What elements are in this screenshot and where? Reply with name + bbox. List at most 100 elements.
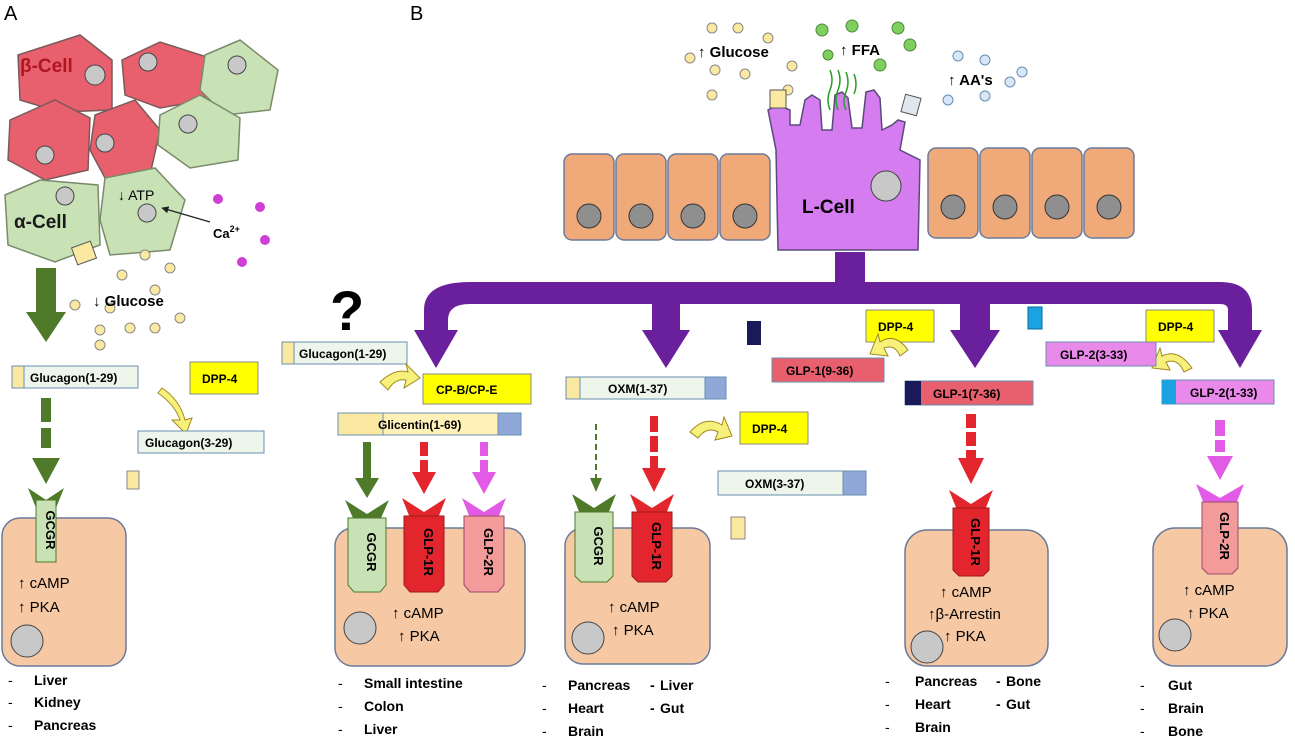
oxm-cleaved-label: OXM(3-37): [745, 477, 804, 491]
oxm-signal-arrows: [590, 416, 666, 492]
dpp4-a-box: [189, 361, 259, 395]
svg-text:Pancreas: Pancreas: [568, 677, 630, 693]
svg-text:-: -: [542, 677, 547, 693]
svg-text:-: -: [885, 719, 890, 735]
gcgr-receptor-b2-label: GCGR: [591, 527, 606, 567]
calcium-ions: [213, 194, 270, 267]
svg-text:-: -: [8, 694, 13, 710]
cpb-enzyme-label: CP-B/CP-E: [436, 383, 497, 397]
pka-glp1: ↑ PKA: [944, 628, 986, 645]
gcgr-receptor-b2: [574, 511, 614, 583]
dpp4-glp2-label: DPP-4: [1158, 320, 1194, 334]
svg-text:-: -: [885, 696, 890, 712]
glucagon-cleaved-label: Glucagon(3-29): [145, 436, 232, 450]
glp1r-receptor-b1-head: [402, 498, 446, 518]
camp-oxm: ↑ cAMP: [608, 599, 660, 616]
svg-text:-: -: [8, 717, 13, 733]
aa-dots: [942, 50, 1028, 106]
glp1r-receptor-b2-head: [630, 494, 674, 514]
glicentin-label: Glicentin(1-69): [378, 418, 461, 432]
camp-a: ↑ cAMP: [18, 575, 70, 592]
glp1r-receptor-b3-head: [949, 490, 993, 510]
tissues-glp2: - - - Gut Brain Bone: [1140, 677, 1204, 739]
svg-text:-: -: [542, 700, 547, 716]
glucose-dots-b: [684, 22, 798, 101]
gcgr-receptor-b2-head: [572, 494, 616, 514]
glp1r-receptor-b3-label: GLP-1R: [968, 518, 983, 566]
l-cell-nucleus: [870, 170, 902, 202]
camp-glicentin: ↑ cAMP: [392, 605, 444, 622]
svg-text:Gut: Gut: [1006, 696, 1030, 712]
atp-label: ↓ ATP: [118, 187, 154, 203]
svg-text:-: -: [996, 673, 1001, 689]
svg-text:-: -: [996, 696, 1001, 712]
secretion-arrow-a: [26, 268, 66, 342]
glp2r-receptor-b4-label: GLP-2R: [1217, 512, 1232, 560]
beta-cell-label: β-Cell: [20, 56, 73, 77]
pka-glicentin: ↑ PKA: [398, 628, 440, 645]
dpp4-glp1-cleave-arrow: [869, 332, 909, 357]
svg-text:Gut: Gut: [660, 700, 684, 716]
dpp4-oxm-box: [739, 411, 809, 445]
pka-a: ↑ PKA: [18, 599, 60, 616]
glp2-cleaved-label: GLP-2(3-33): [1060, 348, 1127, 362]
pka-glp2: ↑ PKA: [1187, 605, 1229, 622]
camp-glp1: ↑ cAMP: [940, 584, 992, 601]
tissues-oxm: - - - Pancreas Heart Brain - - Liver Gut: [542, 677, 694, 739]
svg-text:Brain: Brain: [915, 719, 951, 735]
svg-text:-: -: [1140, 700, 1145, 716]
cpb-enzyme-box: [422, 373, 532, 405]
dpp4-oxm-cleave-arrow: [689, 415, 733, 441]
tissues-a: - - - Liver Kidney Pancreas: [8, 672, 96, 733]
secretion-tree: [414, 252, 1262, 368]
svg-text:-: -: [338, 698, 343, 714]
nucleus-glp1: [910, 630, 944, 664]
panel-a-label: A: [4, 3, 18, 25]
stimulus-ffa: ↑ FFA: [840, 42, 880, 59]
glp1r-receptor-b2-label: GLP-1R: [649, 522, 664, 570]
gcgr-receptor-a-label: GCGR: [43, 511, 58, 551]
glp1r-receptor-b3: [952, 507, 990, 577]
tissue-a-2: Pancreas: [34, 717, 96, 733]
glp2-dipeptide: [1027, 306, 1043, 330]
glp1-cleaved-box: [771, 357, 885, 383]
glucose-low-label: ↓ Glucose: [93, 293, 164, 310]
nucleus-glp2: [1158, 618, 1192, 652]
oxm-label: OXM(1-37): [608, 382, 667, 396]
glicentin-signal-arrows: [355, 442, 496, 498]
svg-text:-: -: [338, 721, 343, 737]
calcium-label: Ca2+: [213, 224, 240, 241]
svg-text:Gut: Gut: [1168, 677, 1192, 693]
nucleus-a: [10, 624, 44, 658]
svg-text:Bone: Bone: [1006, 673, 1041, 689]
svg-text:Heart: Heart: [915, 696, 951, 712]
alpha-cell-label: α-Cell: [14, 212, 67, 233]
tissues-glicentin: - - - Small intestine Colon Liver: [338, 675, 463, 737]
svg-text:Heart: Heart: [568, 700, 604, 716]
svg-text:Brain: Brain: [568, 723, 604, 739]
glp2r-receptor-b4: [1201, 501, 1239, 575]
dpp4-a-cleave-arrow: [157, 387, 193, 435]
glucose-transporter: [769, 89, 787, 109]
gcgr-receptor-b1: [347, 517, 387, 593]
calcium-arrow: [161, 206, 211, 223]
svg-text:Liver: Liver: [364, 721, 398, 737]
glucagon-b-label: Glucagon(1-29): [299, 347, 386, 361]
glp2r-receptor-b1-label: GLP-2R: [481, 528, 496, 576]
dpp4-glp2-box: [1145, 309, 1215, 343]
alpha-cell-cluster: [4, 39, 279, 266]
glp1r-receptor-b1-label: GLP-1R: [421, 528, 436, 576]
svg-text:Pancreas: Pancreas: [915, 673, 977, 689]
svg-text:Small intestine: Small intestine: [364, 675, 463, 691]
question-mark: ?: [330, 279, 364, 342]
l-cell: [767, 89, 921, 251]
svg-text:Colon: Colon: [364, 698, 404, 714]
svg-text:Bone: Bone: [1168, 723, 1203, 739]
glp1-active-label: GLP-1(7-36): [933, 387, 1000, 401]
nucleus-oxm: [571, 621, 605, 655]
glp2-cleaved-box: [1045, 341, 1157, 367]
stimulus-aas: ↑ AA's: [948, 72, 993, 89]
enterocyte-nuclei: [576, 194, 1122, 229]
svg-text:-: -: [542, 723, 547, 739]
